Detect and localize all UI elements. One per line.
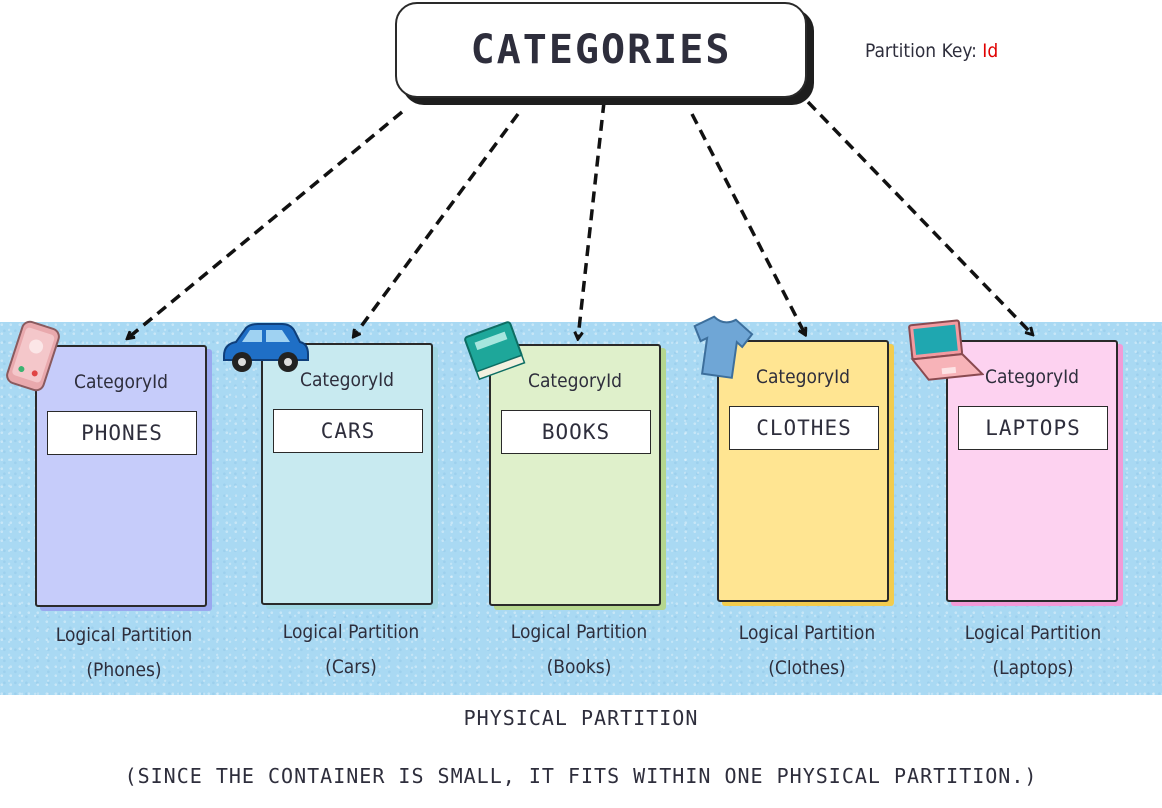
partition-key-note: Partition Key: Id: [865, 40, 998, 62]
logical-partition-name: (Phones): [86, 659, 162, 681]
partition-card-laptops: CategoryId LAPTOPS: [946, 340, 1118, 602]
field-label: CategoryId: [300, 369, 394, 391]
car-icon: [223, 323, 309, 372]
logical-partition-label-phones: Logical Partition (Phones): [14, 618, 234, 688]
arrow-to-laptops: [806, 100, 1032, 334]
logical-partition-title: Logical Partition: [964, 622, 1102, 644]
field-label: CategoryId: [74, 371, 168, 393]
logical-partition-name: (Books): [546, 656, 612, 678]
tshirt-icon: [693, 315, 754, 379]
field-label: CategoryId: [756, 366, 850, 388]
logical-partition-name: (Clothes): [768, 657, 846, 679]
logical-partition-label-books: Logical Partition (Books): [469, 615, 689, 685]
partition-value-box: BOOKS: [501, 410, 651, 454]
logical-partition-title: Logical Partition: [510, 621, 648, 643]
logical-partition-title: Logical Partition: [738, 622, 876, 644]
partition-card-clothes: CategoryId CLOTHES: [717, 340, 889, 602]
arrow-to-cars: [354, 112, 520, 336]
partition-card-cars: CategoryId CARS: [261, 343, 433, 605]
field-label: CategoryId: [985, 366, 1079, 388]
book-icon: [464, 321, 526, 381]
container-size-note: (SINCE THE CONTAINER IS SMALL, IT FITS W…: [124, 764, 1038, 788]
arrow-to-books: [578, 101, 606, 338]
laptop-icon: [908, 319, 984, 381]
partition-key-label: Partition Key:: [865, 40, 977, 62]
partition-card-books: CategoryId BOOKS: [489, 344, 661, 606]
physical-partition-label: PHYSICAL PARTITION: [463, 706, 699, 730]
logical-partition-name: (Laptops): [992, 657, 1074, 679]
partition-key-value: Id: [982, 40, 999, 62]
partition-value-box: LAPTOPS: [958, 406, 1108, 450]
logical-partition-label-clothes: Logical Partition (Clothes): [697, 616, 917, 686]
arrow-to-phones: [128, 110, 404, 338]
logical-partition-label-cars: Logical Partition (Cars): [241, 615, 461, 685]
arrow-to-clothes: [690, 113, 805, 334]
phone-icon: [6, 320, 60, 392]
field-label: CategoryId: [528, 370, 622, 392]
container-title-box: CATEGORIES: [395, 2, 807, 98]
logical-partition-label-laptops: Logical Partition (Laptops): [923, 616, 1143, 686]
partition-value-box: CLOTHES: [729, 406, 879, 450]
partition-card-phones: CategoryId PHONES: [35, 345, 207, 607]
logical-partition-title: Logical Partition: [55, 624, 193, 646]
logical-partition-title: Logical Partition: [282, 621, 420, 643]
logical-partition-name: (Cars): [325, 656, 377, 678]
partition-value-box: CARS: [273, 409, 423, 453]
container-title: CATEGORIES: [470, 27, 732, 73]
partition-value-box: PHONES: [47, 411, 197, 455]
